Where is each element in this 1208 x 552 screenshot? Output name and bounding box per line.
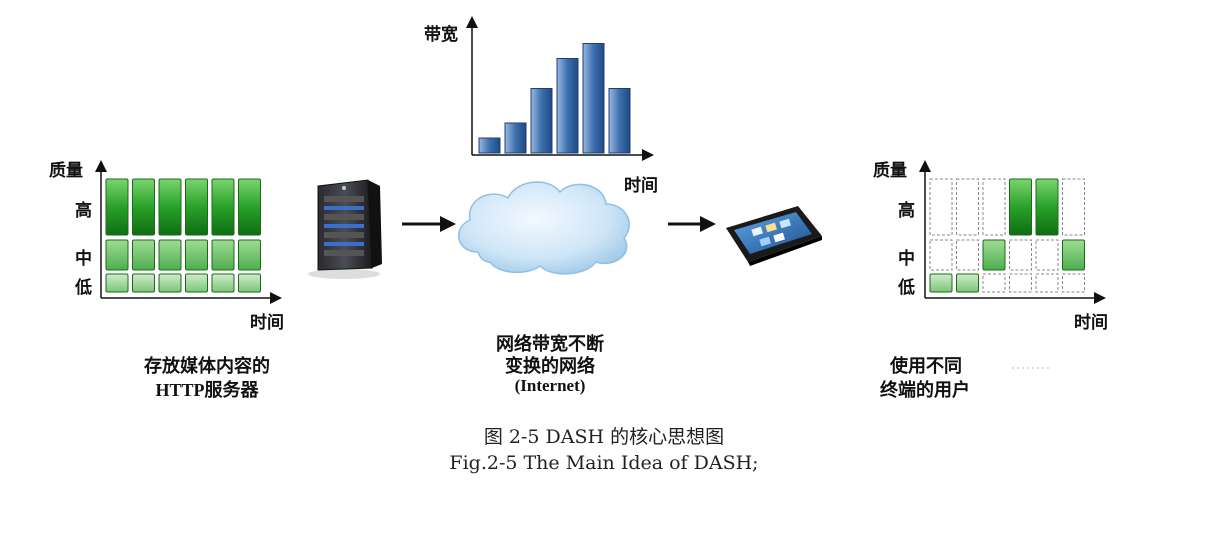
server-segment-level-2 bbox=[158, 273, 182, 293]
server-segment-level-1 bbox=[105, 239, 129, 271]
client-segment-empty bbox=[956, 178, 979, 236]
client-segment-empty bbox=[1009, 239, 1032, 271]
client-segment-empty bbox=[1035, 273, 1059, 293]
client-caption-line2: 终端的用户 bbox=[880, 380, 970, 401]
server-segment-level-0 bbox=[238, 178, 261, 236]
network-caption-line1: 网络带宽不断 bbox=[496, 334, 604, 355]
network-caption-line2: 变换的网络 bbox=[505, 356, 595, 377]
client-level-low: 低 bbox=[898, 278, 915, 298]
server-segment-level-0 bbox=[132, 178, 155, 236]
server-segment-level-0 bbox=[105, 178, 129, 236]
server-quality-axes bbox=[95, 160, 282, 304]
client-segment-empty bbox=[1035, 239, 1059, 271]
bandwidth-bar bbox=[608, 88, 631, 154]
server-segment-level-0 bbox=[211, 178, 235, 236]
client-segment-empty bbox=[1062, 273, 1085, 293]
bandwidth-y-axis-label: 带宽 bbox=[424, 25, 458, 45]
server-segment-level-2 bbox=[132, 273, 155, 293]
client-segment-empty bbox=[956, 239, 979, 271]
server-segment-level-0 bbox=[158, 178, 182, 236]
bandwidth-bar bbox=[478, 137, 501, 154]
figure-caption-cn: 图 2-5 DASH 的核心思想图 bbox=[483, 426, 725, 448]
client-x-axis-label: 时间 bbox=[1074, 313, 1108, 333]
client-segment-empty bbox=[982, 178, 1006, 236]
client-segment-selected bbox=[982, 239, 1006, 271]
client-segment-selected bbox=[1062, 239, 1085, 271]
client-level-mid: 中 bbox=[898, 249, 915, 269]
client-segment-selected bbox=[929, 273, 953, 293]
server-segment-level-1 bbox=[132, 239, 155, 271]
server-segment-level-2 bbox=[211, 273, 235, 293]
client-segment-selected bbox=[956, 273, 979, 293]
client-segment-empty bbox=[1062, 178, 1085, 236]
server-level-high: 高 bbox=[75, 201, 92, 221]
bandwidth-bar bbox=[530, 88, 553, 154]
server-segment-level-2 bbox=[238, 273, 261, 293]
server-segment-level-2 bbox=[185, 273, 208, 293]
server-level-mid: 中 bbox=[75, 249, 92, 269]
server-icon bbox=[308, 179, 382, 279]
server-x-axis-label: 时间 bbox=[250, 313, 284, 333]
bandwidth-bar bbox=[582, 43, 605, 154]
client-level-high: 高 bbox=[898, 201, 915, 221]
client-segment-empty bbox=[929, 239, 953, 271]
server-caption-line1: 存放媒体内容的 bbox=[144, 356, 270, 377]
cloud-icon bbox=[457, 181, 630, 275]
server-segment-level-2 bbox=[105, 273, 129, 293]
bandwidth-bar bbox=[556, 58, 579, 154]
server-segment-level-1 bbox=[185, 239, 208, 271]
client-segment-selected bbox=[1035, 178, 1059, 236]
client-segment-empty bbox=[1009, 273, 1032, 293]
bandwidth-axes bbox=[466, 16, 654, 161]
network-caption-line3: (Internet) bbox=[514, 376, 586, 395]
server-segment-level-0 bbox=[185, 178, 208, 236]
client-y-axis-label: 质量 bbox=[873, 161, 907, 181]
figure-caption-en: Fig.2-5 The Main Idea of DASH; bbox=[449, 452, 759, 474]
bandwidth-bar bbox=[504, 122, 527, 154]
bandwidth-bars bbox=[478, 43, 631, 154]
server-caption-line2: HTTP服务器 bbox=[155, 380, 259, 400]
client-caption-line1: 使用不同 bbox=[890, 356, 962, 377]
server-segment-level-1 bbox=[238, 239, 261, 271]
arrow-icon bbox=[402, 216, 456, 232]
tablet-icon bbox=[726, 206, 822, 266]
client-segment-selected bbox=[1009, 178, 1032, 236]
server-segment-level-1 bbox=[211, 239, 235, 271]
client-segment-grid bbox=[929, 178, 1085, 293]
arrow-icon bbox=[668, 216, 716, 232]
client-segment-empty bbox=[929, 178, 953, 236]
server-segment-level-1 bbox=[158, 239, 182, 271]
server-segment-grid bbox=[105, 178, 261, 293]
client-quality-axes bbox=[919, 160, 1106, 304]
server-level-low: 低 bbox=[75, 278, 92, 298]
client-segment-empty bbox=[982, 273, 1006, 293]
server-y-axis-label: 质量 bbox=[49, 161, 83, 181]
bandwidth-x-axis-label: 时间 bbox=[624, 176, 658, 196]
